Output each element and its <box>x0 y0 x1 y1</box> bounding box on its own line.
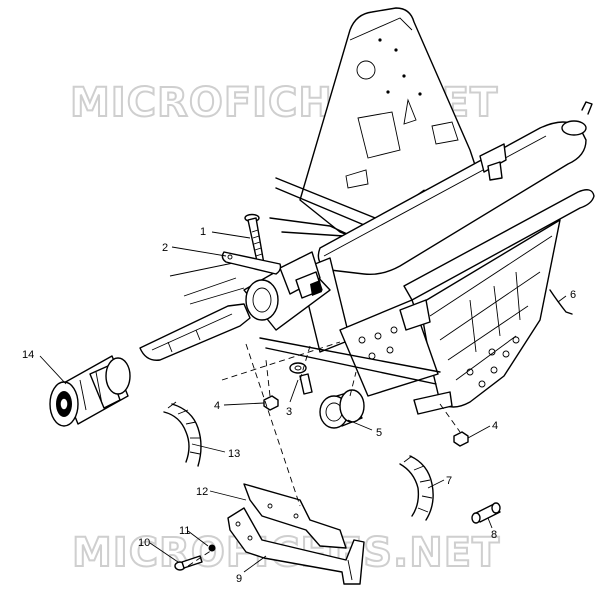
bearing-housing <box>243 251 331 331</box>
strap-link <box>221 251 282 275</box>
callout-12: 12 <box>196 486 208 498</box>
callout-5: 5 <box>376 427 382 439</box>
callout-2: 2 <box>162 242 168 254</box>
assembly-lines <box>187 341 461 567</box>
callout-13: 13 <box>228 448 240 460</box>
drive-chain-left <box>163 401 202 467</box>
callout-10: 10 <box>138 537 150 549</box>
washer <box>289 362 313 395</box>
spring-clip <box>549 289 573 315</box>
nut-right <box>453 431 469 447</box>
axle-wheel-assembly <box>49 355 131 427</box>
frame-cross-beam <box>317 101 593 276</box>
bushing-roller <box>319 389 365 429</box>
screw <box>174 555 203 571</box>
callout-6: 6 <box>570 289 576 301</box>
leader-lines <box>39 231 567 573</box>
callout-labels: 1 2 3 4 4 5 6 7 8 9 10 11 12 13 14 <box>22 226 576 585</box>
nut-left <box>263 395 279 411</box>
callout-4-left: 4 <box>214 400 220 412</box>
callout-11: 11 <box>179 525 190 537</box>
frame-left-arm <box>139 303 251 361</box>
mounting-bracket <box>227 507 365 585</box>
chain-master-link <box>471 502 501 524</box>
drive-chain-right <box>399 455 434 521</box>
callout-9: 9 <box>236 573 242 585</box>
callout-7: 7 <box>446 475 452 487</box>
callout-4-right: 4 <box>492 420 498 432</box>
lock-washer <box>208 544 216 552</box>
callout-1: 1 <box>200 226 206 238</box>
frame-upper-plate <box>299 7 481 241</box>
callout-8: 8 <box>491 529 497 541</box>
callout-3: 3 <box>286 406 292 418</box>
chain-guard <box>243 483 347 549</box>
frame-front-bumper <box>403 189 595 415</box>
callout-14: 14 <box>22 349 34 361</box>
